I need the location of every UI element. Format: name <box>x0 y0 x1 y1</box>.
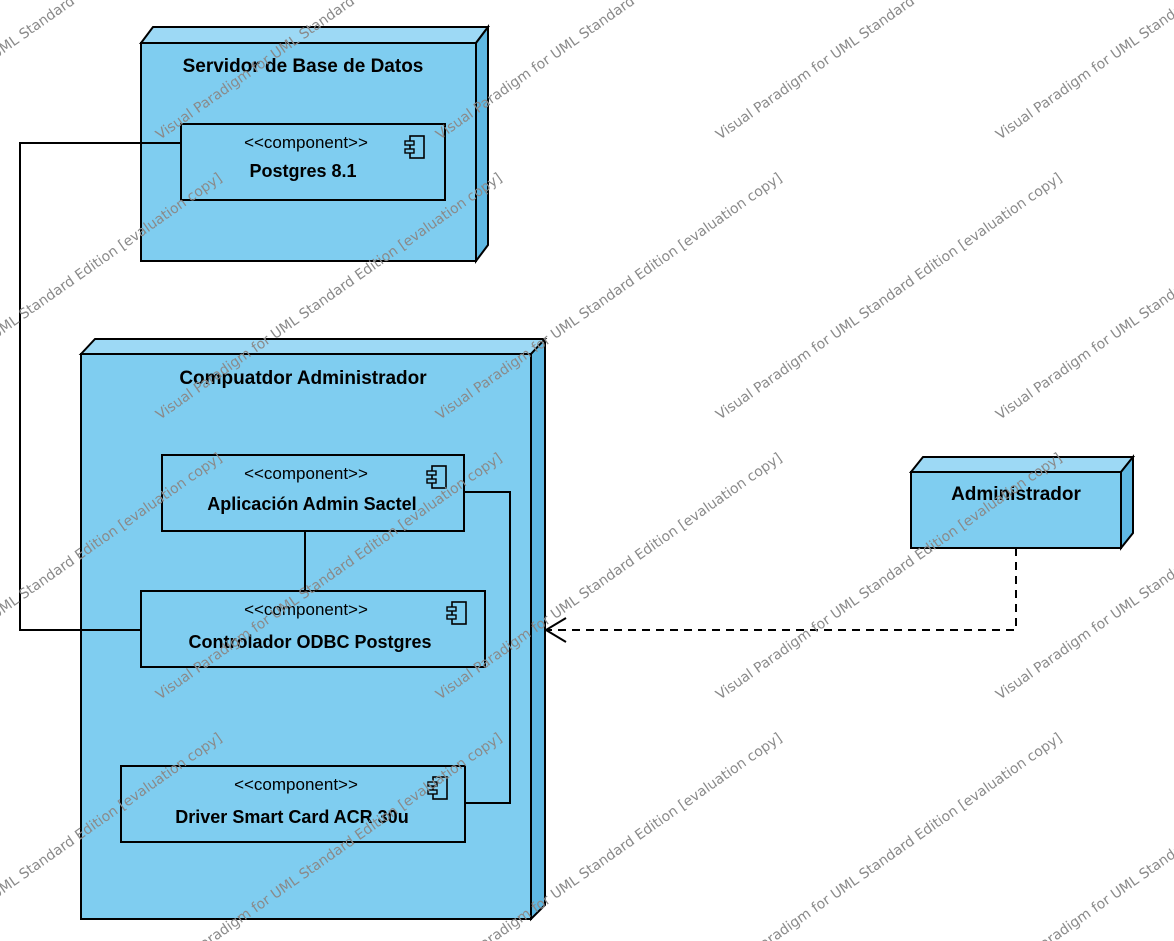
watermark-text: Visual Paradigm for UML Standard Edition… <box>993 170 1174 423</box>
component-aplicacion-admin-sactel[interactable]: <<component>> Aplicación Admin Sactel <box>161 454 465 532</box>
component-aplicacion-stereotype: <<component>> <box>244 464 368 483</box>
watermark-text: Visual Paradigm for UML Standard Edition… <box>713 0 1065 143</box>
component-postgres-stereotype: <<component>> <box>244 133 368 152</box>
node-administrador[interactable]: Administrador <box>908 454 1136 551</box>
node-computador-title: Compuatdor Administrador <box>179 368 427 389</box>
node-servidor-side-face <box>475 24 489 264</box>
component-aplicacion-box <box>161 454 465 532</box>
component-postgres[interactable]: <<component>> Postgres 8.1 <box>180 123 446 201</box>
component-driver-name: Driver Smart Card ACR 30u <box>175 807 408 827</box>
node-servidor-top-face <box>139 26 490 44</box>
connection-postgres-controlador[interactable] <box>19 142 181 631</box>
component-postgres-name: Postgres 8.1 <box>249 161 356 181</box>
dependency-arrowhead <box>544 617 567 643</box>
watermark-text: Visual Paradigm for UML Standard Edition… <box>993 0 1174 143</box>
component-driver-stereotype: <<component>> <box>234 775 358 794</box>
component-aplicacion-name: Aplicación Admin Sactel <box>207 494 416 514</box>
node-computador-side-face <box>530 336 546 922</box>
node-administrador-title: Administrador <box>951 484 1081 505</box>
node-computador-top-face <box>78 338 548 355</box>
component-driver-box <box>120 765 466 843</box>
connection-aplicacion-driver[interactable] <box>464 491 511 804</box>
watermark-text: Visual Paradigm for UML Standard Edition… <box>713 730 1065 941</box>
node-administrador-front-face <box>910 471 1122 549</box>
watermark-text: Visual Paradigm for UML Standard Edition… <box>713 170 1065 423</box>
component-controlador-stereotype: <<component>> <box>244 600 368 619</box>
component-icon <box>427 776 448 800</box>
component-controlador-box <box>140 590 486 668</box>
component-icon <box>446 601 467 625</box>
component-postgres-box <box>180 123 446 201</box>
node-servidor-title: Servidor de Base de Datos <box>183 56 424 77</box>
node-administrador-top-face <box>908 456 1136 473</box>
component-controlador-odbc[interactable]: <<component>> Controlador ODBC Postgres <box>140 590 486 668</box>
component-driver-smart-card[interactable]: <<component>> Driver Smart Card ACR 30u <box>120 765 466 843</box>
watermark-text: Visual Paradigm for UML Standard Edition… <box>993 730 1174 941</box>
node-administrador-side-face <box>1120 454 1134 551</box>
component-icon <box>426 465 447 489</box>
component-icon <box>404 135 425 159</box>
component-controlador-name: Controlador ODBC Postgres <box>188 632 431 652</box>
dependency-administrador-computador[interactable] <box>548 548 1017 631</box>
